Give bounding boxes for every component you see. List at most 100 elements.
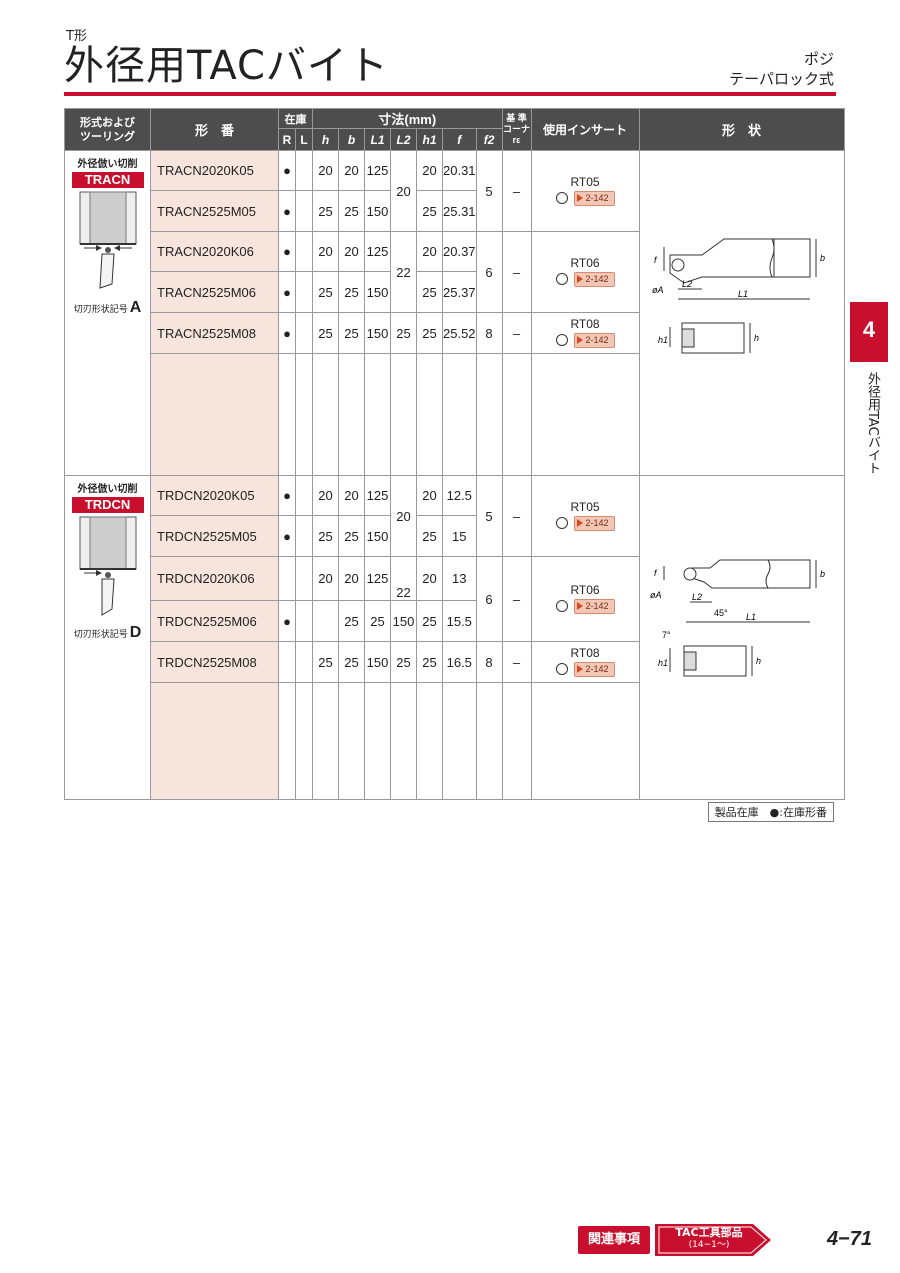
stock-l (295, 312, 313, 354)
stock-l (295, 556, 313, 601)
dim-L2: 20 (390, 475, 417, 557)
dim-L2: 22 (390, 231, 417, 313)
corner-radius: – (501, 231, 532, 313)
related-link-text[interactable]: TAC工具部品 (14−1〜) (675, 1226, 743, 1250)
model-cell: TRACN2525M05 (150, 190, 279, 232)
dim-b: 25 (338, 271, 365, 313)
header-dim-h1: h1 (416, 128, 443, 151)
insert-cell: RT06 2-142 (530, 231, 640, 313)
svg-text:h1: h1 (658, 658, 668, 668)
dim-f2: 6 (475, 231, 503, 313)
insert-cell: RT06 2-142 (530, 556, 640, 642)
page-ref-link[interactable]: 2-142 (573, 190, 615, 206)
model-cell: TRDCN2020K06 (150, 556, 279, 601)
svg-text:øA: øA (650, 590, 662, 600)
page-ref-link[interactable]: 2-142 (573, 332, 615, 348)
dim-f: 20.37 (442, 231, 477, 272)
corner-radius: – (501, 312, 532, 354)
dim-L2: 150 (390, 600, 417, 642)
stock-circle-icon (555, 334, 568, 347)
dim-L1: 150 (364, 271, 391, 313)
chapter-label: 外径用TACバイト (865, 372, 880, 475)
corner-radius: – (501, 556, 532, 642)
svg-text:L2: L2 (682, 279, 692, 289)
stock-circle-icon (555, 192, 568, 205)
dim-L2: 20 (390, 150, 417, 232)
model-cell: TRDCN2525M06 (150, 600, 279, 642)
cutting-shape-code: A (129, 299, 142, 316)
stock-l (295, 515, 313, 557)
dim-h1: 20 (416, 556, 443, 601)
stock-r (278, 556, 296, 601)
related-button[interactable]: 関連事項 (578, 1226, 650, 1254)
category-title: 外径倣い切削 (77, 484, 138, 495)
svg-text:7°: 7° (662, 630, 671, 640)
stock-r: ● (278, 312, 296, 354)
header-stock-r: R (278, 128, 296, 151)
svg-text:L1: L1 (746, 612, 756, 622)
dim-f: 25.31 (442, 190, 477, 232)
stock-r: ● (278, 271, 296, 313)
stock-l (295, 600, 313, 642)
stock-r: ● (278, 515, 296, 557)
dim-f2: 8 (475, 641, 503, 683)
header-dim-f: f (442, 128, 477, 151)
stock-circle-icon (555, 517, 568, 530)
dim-f: 25.37 (442, 271, 477, 313)
header-dim-L1: L1 (364, 128, 391, 151)
stock-l (295, 150, 313, 191)
header-rule (64, 92, 836, 96)
page-ref-link[interactable]: 2-142 (573, 271, 615, 287)
arrow-icon (576, 194, 583, 203)
svg-text:f: f (654, 568, 658, 578)
dim-h1: 25 (416, 312, 443, 354)
dim-f2: 5 (475, 150, 503, 232)
shape-cell-trdcn: b f øA L2 45° L1 7° h1 h (638, 475, 845, 800)
page-number: 4−71 (826, 1228, 872, 1250)
dim-b: 20 (338, 556, 365, 601)
header-corner: 基 準 コーナ rε (501, 108, 532, 151)
dim-h: 25 (312, 271, 339, 313)
svg-text:45°: 45° (714, 608, 728, 618)
dim-h: 25 (312, 515, 339, 557)
page-ref-link[interactable]: 2-142 (573, 598, 615, 614)
dim-h: 20 (312, 556, 339, 601)
chapter-tab[interactable]: 4 (850, 302, 888, 362)
dim-f: 15.5 (442, 600, 477, 642)
dim-h1: 25 (416, 190, 443, 232)
tool-illustration (79, 516, 136, 616)
insert-name: RT08 (570, 316, 600, 331)
dim-f2: 8 (475, 312, 503, 354)
related-link-arrow-icon[interactable] (655, 1224, 771, 1256)
empty-model-cell (150, 353, 279, 476)
dim-L1: 150 (364, 515, 391, 557)
header-stock: 在庫 (278, 108, 313, 129)
stock-l (295, 475, 313, 516)
dim-b: 20 (338, 475, 365, 516)
dim-L2: 22 (390, 556, 417, 601)
dim-L2: 25 (390, 641, 417, 683)
product-table: 形式および ツーリング 形 番 在庫 寸法(mm) 基 準 コーナ rε 使用イ… (64, 108, 845, 800)
category-badge: TRDCN (71, 497, 144, 513)
stock-r (278, 641, 296, 683)
model-cell: TRACN2020K06 (150, 231, 279, 272)
page-ref-link[interactable]: 2-142 (573, 661, 615, 677)
dim-L2: 25 (390, 312, 417, 354)
tool-illustration (79, 191, 136, 289)
dim-L1: 125 (364, 475, 391, 516)
stock-legend: 製品在庫 ●:在庫形番 (707, 802, 834, 822)
dim-h1: 25 (416, 600, 443, 642)
svg-text:L1: L1 (738, 289, 748, 299)
insert-cell: RT08 2-142 (530, 312, 640, 354)
page-ref-link[interactable]: 2-142 (573, 515, 615, 531)
category-badge: TRACN (71, 172, 144, 188)
stock-circle-icon (555, 600, 568, 613)
stock-circle-icon (555, 663, 568, 676)
model-cell: TRACN2020K05 (150, 150, 279, 191)
dim-f: 25.52 (442, 312, 477, 354)
insert-cell: RT08 2-142 (530, 641, 640, 683)
header-dim-f2: f2 (475, 128, 503, 151)
cutting-shape-code: D (129, 624, 142, 641)
